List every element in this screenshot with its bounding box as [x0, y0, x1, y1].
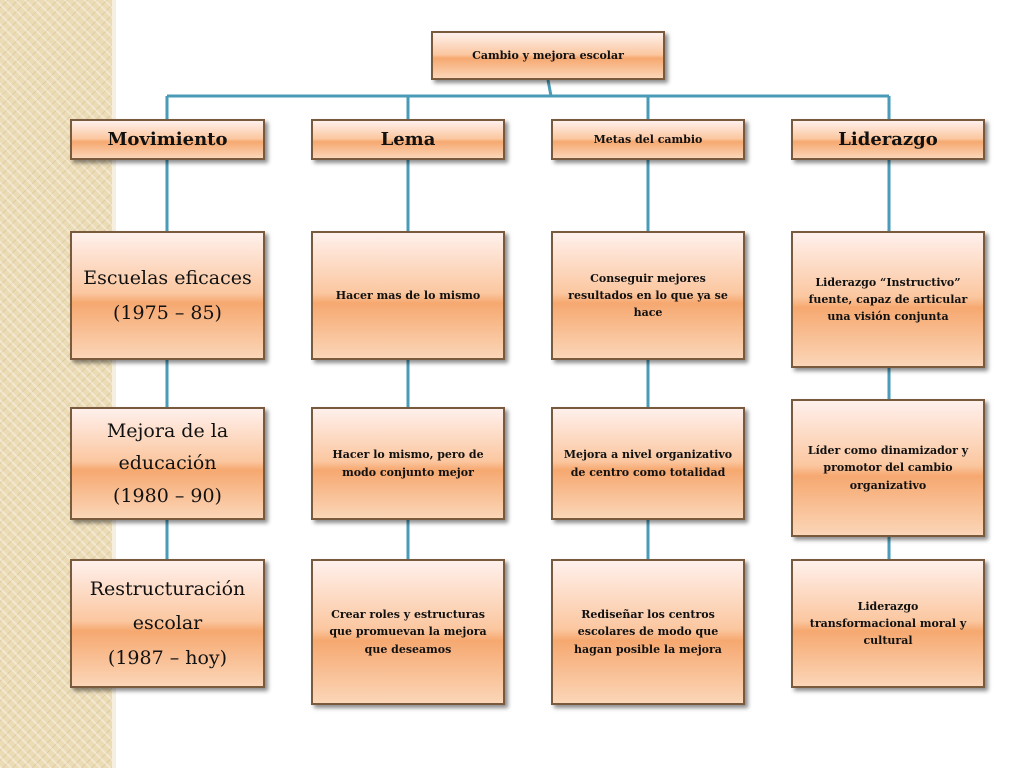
- root-connector: [546, 79, 553, 97]
- movimiento-2-name-line2: educación: [118, 452, 217, 475]
- metas-1-text: Conseguir mejores resultados en lo que y…: [568, 271, 728, 320]
- liderazgo-box-2: Líder como dinamizador y promotor del ca…: [791, 399, 985, 537]
- header-lema: Lema: [311, 119, 505, 160]
- movimiento-1-period: (1975 – 85): [113, 301, 222, 324]
- header-movimiento: Movimiento: [70, 119, 265, 160]
- movimiento-box-1: Escuelas eficaces (1975 – 85): [70, 231, 265, 360]
- movimiento-box-3: Restructuración escolar (1987 – hoy): [70, 559, 265, 688]
- movimiento-box-2: Mejora de la educación (1980 – 90): [70, 407, 265, 520]
- lema-1-text: Hacer mas de lo mismo: [335, 288, 481, 302]
- metas-box-1: Conseguir mejores resultados en lo que y…: [551, 231, 745, 360]
- movimiento-3-name-line1: Restructuración: [89, 578, 246, 601]
- lema-box-2: Hacer lo mismo, pero de modo conjunto me…: [311, 407, 505, 520]
- liderazgo-3-text: Liderazgo transformacional moral y cultu…: [809, 599, 967, 648]
- header-lema-label: Lema: [380, 128, 436, 150]
- lema-3-text: Crear roles y estructuras que promuevan …: [329, 608, 487, 656]
- header-liderazgo-label: Liderazgo: [838, 128, 938, 150]
- metas-box-3: Rediseñar los centros escolares de modo …: [551, 559, 745, 705]
- liderazgo-box-3: Liderazgo transformacional moral y cultu…: [791, 559, 985, 688]
- side-band-edge: [112, 0, 116, 768]
- movimiento-3-name-line2: escolar: [132, 612, 203, 635]
- movimiento-3-period: (1987 – hoy): [107, 646, 228, 669]
- header-movimiento-label: Movimiento: [107, 128, 228, 150]
- header-metas-label: Metas del cambio: [593, 132, 703, 146]
- header-metas: Metas del cambio: [551, 119, 745, 160]
- lema-2-text: Hacer lo mismo, pero de modo conjunto me…: [332, 448, 484, 479]
- movimiento-2-period: (1980 – 90): [113, 484, 222, 507]
- metas-2-text: Mejora a nivel organizativo de centro co…: [563, 448, 733, 479]
- metas-box-2: Mejora a nivel organizativo de centro co…: [551, 407, 745, 520]
- metas-3-text: Rediseñar los centros escolares de modo …: [574, 608, 722, 656]
- liderazgo-2-text: Líder como dinamizador y promotor del ca…: [807, 444, 969, 492]
- movimiento-2-name-line1: Mejora de la: [106, 420, 229, 443]
- root-node: Cambio y mejora escolar: [431, 31, 665, 80]
- liderazgo-1-text: Liderazgo “Instructivo” fuente, capaz de…: [808, 275, 968, 324]
- root-label: Cambio y mejora escolar: [472, 48, 624, 62]
- lema-box-1: Hacer mas de lo mismo: [311, 231, 505, 360]
- liderazgo-box-1: Liderazgo “Instructivo” fuente, capaz de…: [791, 231, 985, 368]
- lema-box-3: Crear roles y estructuras que promuevan …: [311, 559, 505, 705]
- movimiento-1-name: Escuelas eficaces: [83, 267, 252, 290]
- header-liderazgo: Liderazgo: [791, 119, 985, 160]
